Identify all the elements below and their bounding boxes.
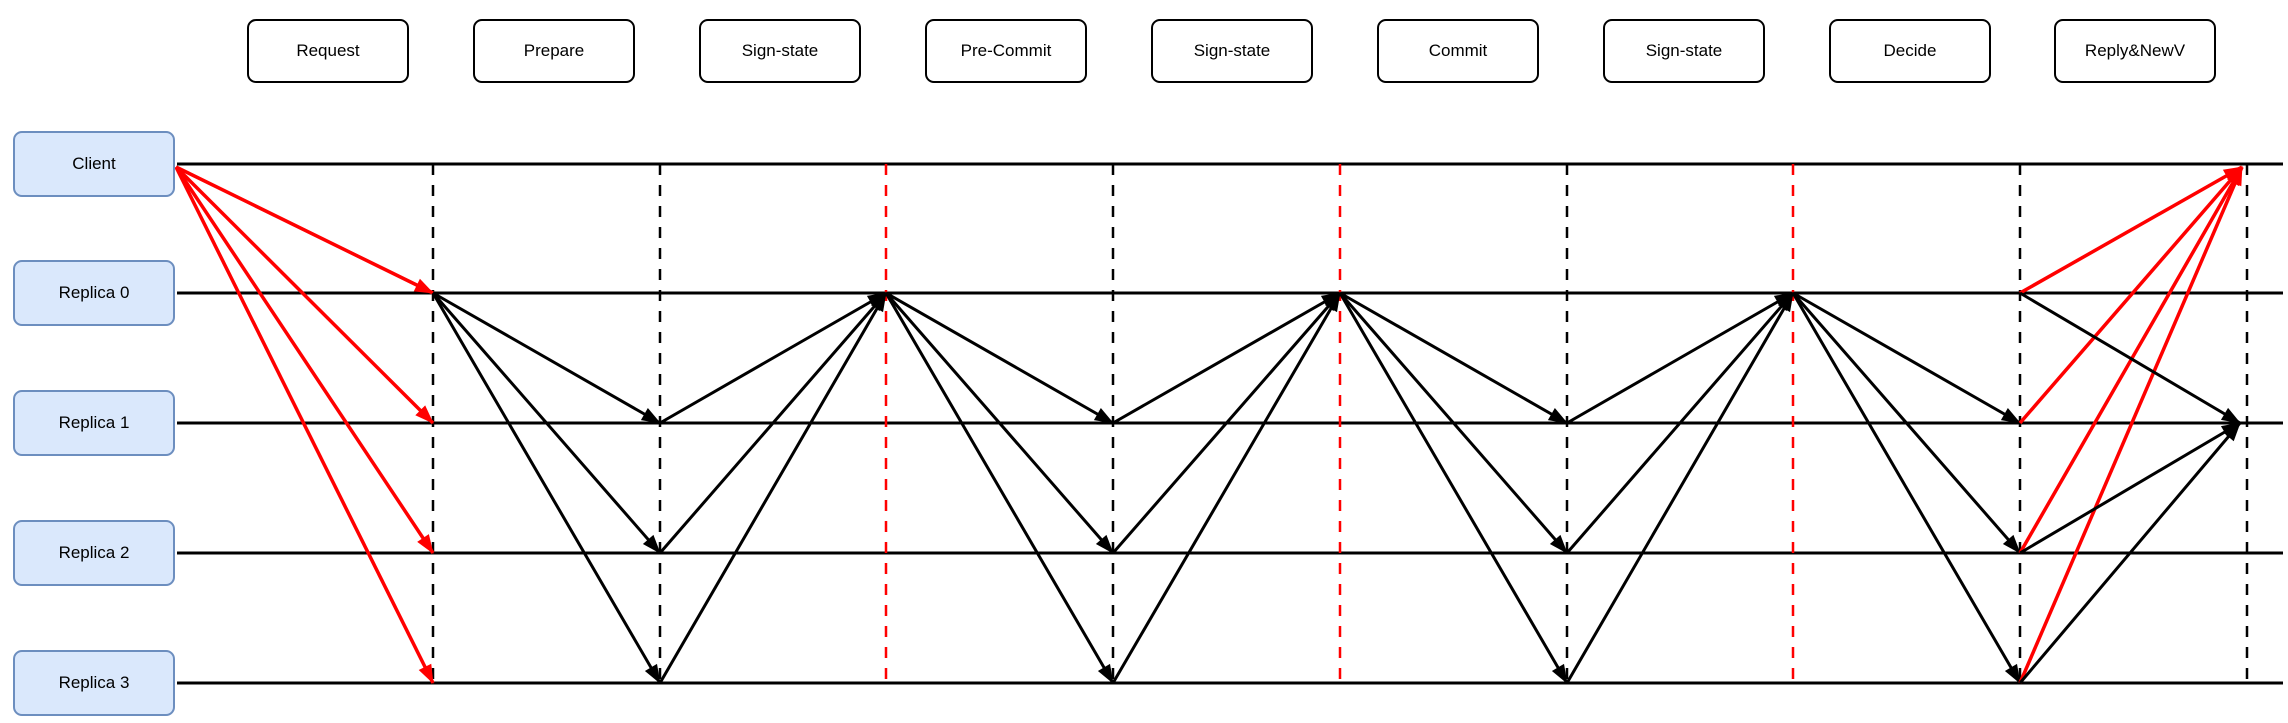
phase-box-pre-commit-4: Pre-Commit	[925, 19, 1087, 83]
phase-label: Sign-state	[1193, 41, 1271, 60]
arrow-sign-state-2-15	[1111, 292, 1342, 554]
node-box-replica-0: Replica 0	[13, 260, 175, 326]
node-box-replica-1: Replica 1	[13, 390, 175, 456]
arrow-sign-state-2-16	[1111, 292, 1342, 684]
arrow-request-4	[174, 166, 435, 684]
arrow-reply-27	[2018, 165, 2244, 425]
arrow-pre-commit-13	[884, 292, 1115, 684]
arrow-sign-state-1-10	[658, 292, 888, 684]
phase-label: Sign-state	[741, 41, 819, 60]
arrow-sign-state-3-20	[1566, 291, 1794, 425]
phase-box-reply-newv-9: Reply&NewV	[2054, 19, 2216, 83]
arrow-sign-state-1-8	[659, 291, 887, 425]
arrow-new-view-31	[2019, 421, 2241, 555]
phase-box-sign-state-3: Sign-state	[699, 19, 861, 83]
phase-box-sign-state-5: Sign-state	[1151, 19, 1313, 83]
node-label: Replica 0	[58, 283, 130, 302]
arrow-new-view-32	[2018, 422, 2242, 684]
phase-box-commit-6: Commit	[1377, 19, 1539, 83]
phase-label: Sign-state	[1645, 41, 1723, 60]
arrow-prepare-7	[431, 292, 662, 684]
node-box-replica-3: Replica 3	[13, 650, 175, 716]
phase-box-prepare-2: Prepare	[473, 19, 635, 83]
node-box-replica-2: Replica 2	[13, 520, 175, 586]
arrow-request-2	[174, 165, 435, 425]
arrow-prepare-6	[431, 292, 662, 554]
phase-label: Pre-Commit	[960, 41, 1052, 60]
phase-box-request-1: Request	[247, 19, 409, 83]
phase-label: Reply&NewV	[2084, 41, 2186, 60]
phase-box-decide-8: Decide	[1829, 19, 1991, 83]
phase-label: Decide	[1883, 41, 1937, 60]
arrow-sign-state-2-14	[1112, 291, 1341, 425]
phase-label: Commit	[1428, 41, 1488, 60]
arrow-sign-state-3-22	[1565, 292, 1795, 684]
arrow-decide-23	[1792, 291, 2021, 425]
arrow-sign-state-3-21	[1565, 292, 1795, 554]
phase-label: Request	[296, 41, 360, 60]
arrow-new-view-30	[2019, 291, 2241, 425]
arrow-pre-commit-12	[884, 292, 1115, 554]
node-label: Replica 2	[58, 543, 130, 562]
node-label: Client	[72, 154, 116, 173]
arrow-decide-25	[1791, 292, 2022, 684]
arrow-request-1	[175, 165, 434, 295]
node-label: Replica 1	[58, 413, 130, 432]
arrow-prepare-5	[432, 291, 661, 425]
phase-box-sign-state-7: Sign-state	[1603, 19, 1765, 83]
node-box-client: Client	[13, 131, 175, 197]
arrow-commit-17	[1339, 291, 1568, 425]
arrow-commit-19	[1338, 292, 1569, 684]
arrow-reply-29	[2018, 166, 2244, 684]
node-label: Replica 3	[58, 673, 130, 692]
arrow-commit-18	[1338, 292, 1569, 554]
arrow-reply-26	[2019, 165, 2243, 295]
arrow-pre-commit-11	[885, 291, 1114, 425]
phase-label: Prepare	[523, 41, 585, 60]
arrow-sign-state-1-9	[658, 292, 888, 554]
arrow-decide-24	[1791, 292, 2022, 554]
arrow-request-3	[174, 166, 435, 554]
